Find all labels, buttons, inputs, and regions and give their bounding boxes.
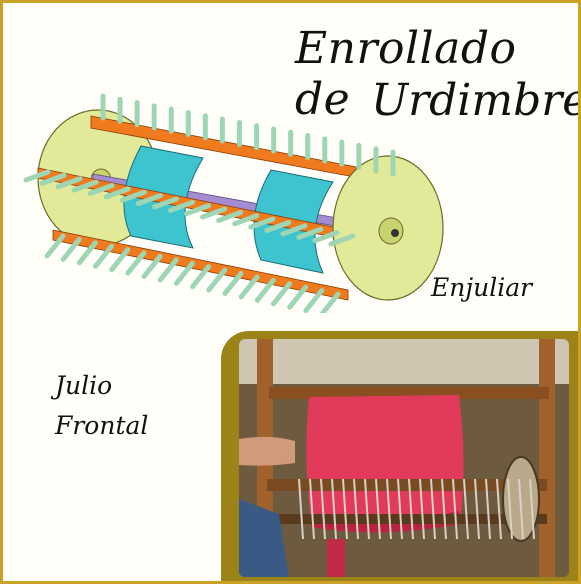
title-line-1: Enrollado de xyxy=(295,23,517,125)
loom-peg xyxy=(430,478,436,540)
loom-photo xyxy=(239,339,569,577)
label-frontal: Frontal xyxy=(55,411,149,440)
loom-peg xyxy=(364,478,370,540)
peg xyxy=(200,206,228,220)
peg xyxy=(60,236,82,262)
peg xyxy=(303,288,325,313)
dress xyxy=(239,499,289,577)
peg xyxy=(135,193,163,207)
loom-peg xyxy=(529,478,535,540)
peg xyxy=(71,179,99,193)
loom-peg xyxy=(474,478,480,540)
loom-peg xyxy=(485,478,491,540)
peg xyxy=(232,213,260,227)
loom-peg xyxy=(353,478,359,540)
loom-peg xyxy=(342,478,348,540)
bottom-pegs xyxy=(44,233,341,313)
peg xyxy=(254,277,276,303)
peg xyxy=(93,243,115,269)
peg xyxy=(103,186,131,200)
loom-peg xyxy=(463,478,469,540)
loom-pegs xyxy=(298,478,535,540)
lower-beam xyxy=(267,514,547,524)
loom-peg xyxy=(441,478,447,540)
loom-peg xyxy=(507,478,513,540)
peg xyxy=(248,216,276,230)
peg xyxy=(190,264,212,290)
loom-peg xyxy=(452,478,458,540)
peg xyxy=(222,271,244,297)
peg xyxy=(287,284,309,310)
peg xyxy=(319,291,341,313)
loom-peg xyxy=(408,478,414,540)
label-enjuliar: Enjuliar xyxy=(431,273,533,302)
loom-peg xyxy=(518,478,524,540)
peg xyxy=(328,233,356,247)
title-line-2: Urdimbre xyxy=(371,75,581,126)
front-beam xyxy=(267,479,547,491)
hands xyxy=(239,436,295,466)
peg xyxy=(119,189,147,203)
middle-pegs xyxy=(23,169,356,247)
loom-peg xyxy=(386,478,392,540)
label-julio: Julio xyxy=(55,371,113,400)
loom-top-beam xyxy=(269,387,549,399)
loom-peg xyxy=(309,478,315,540)
peg xyxy=(312,230,340,244)
loom-peg xyxy=(397,478,403,540)
loom-peg xyxy=(375,478,381,540)
peg xyxy=(184,203,212,217)
peg xyxy=(157,257,179,283)
peg xyxy=(270,281,292,307)
peg xyxy=(44,233,66,259)
peg xyxy=(296,226,324,240)
loom-peg xyxy=(320,478,326,540)
peg xyxy=(125,250,147,276)
peg xyxy=(141,253,163,279)
peg xyxy=(39,172,67,186)
warp-beam-diagram xyxy=(23,93,444,313)
peg xyxy=(151,196,179,210)
peg xyxy=(23,169,51,183)
loom-peg xyxy=(331,478,337,540)
peg xyxy=(216,209,244,223)
peg xyxy=(55,176,83,190)
peg xyxy=(167,199,195,213)
peg xyxy=(87,182,115,196)
peg xyxy=(109,247,131,273)
top-pegs xyxy=(100,93,396,177)
loom-peg xyxy=(419,478,425,540)
peg xyxy=(76,240,98,266)
loom-peg xyxy=(298,478,304,540)
loom-peg xyxy=(496,478,502,540)
loom-frame-right xyxy=(539,339,555,577)
peg xyxy=(264,220,292,234)
right-hub xyxy=(378,217,404,245)
peg xyxy=(238,274,260,300)
right-hub-center xyxy=(391,229,399,237)
peg xyxy=(280,223,308,237)
peg xyxy=(206,267,228,293)
peg xyxy=(173,260,195,286)
red-warp-yarn xyxy=(306,395,464,522)
